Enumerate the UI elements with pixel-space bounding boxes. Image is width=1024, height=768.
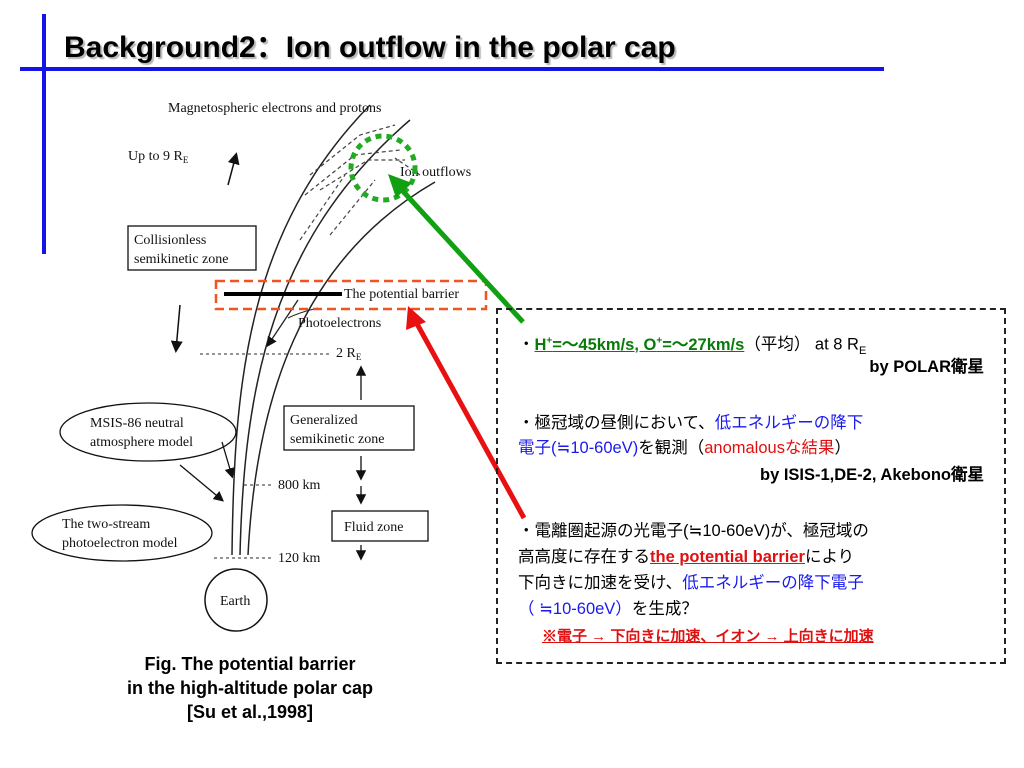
velocity-values: H+=～45km/s, O+=～27km/s <box>534 335 745 354</box>
note-photoelectron-line-1: ・電離圏起源の光電子(≒10-60eV)が、極冠域の <box>518 522 869 540</box>
label-collisionless-2: semikinetic zone <box>134 252 228 267</box>
note-dayside-line-1: ・極冠域の昼側において、低エネルギーの降下 <box>518 414 864 432</box>
earth-circle <box>204 568 268 632</box>
note-dayside-line-2: 電子(≒10-60eV)を観測（anomalousな結果） <box>518 439 851 457</box>
ion-outflow-highlight-circle <box>348 133 418 203</box>
magnetic-field-lines <box>231 104 436 556</box>
label-120km: 120 km <box>278 551 321 566</box>
green-pointer-arrow <box>398 186 525 324</box>
caption-line-2: in the high-altitude polar cap <box>126 678 373 698</box>
label-up-to: Up to 9 RE <box>128 149 189 165</box>
label-msis-1: MSIS-86 neutral <box>90 416 184 431</box>
caption-line-1: Fig. The potential barrier <box>144 654 356 674</box>
note-photoelectron-line-2: 高高度に存在するthe potential barrierにより <box>518 548 855 566</box>
label-two-re: 2 RE <box>336 346 362 362</box>
green-arrow-head <box>388 174 412 198</box>
down-arrow <box>170 304 183 353</box>
bullet: ・ <box>518 335 535 354</box>
label-800km: 800 km <box>278 478 321 493</box>
notes-box <box>496 308 1006 664</box>
msis-ellipse <box>59 402 237 462</box>
up-arrow <box>227 152 240 186</box>
slide-title: Background2：Ion outflow in the polar cap <box>64 31 676 64</box>
title-underline <box>20 67 884 71</box>
note-photoelectron-line-4: （ ≒10-60eV）を生成？ <box>518 600 698 618</box>
note-acceleration-remark: ※電子 → 下向きに加速、イオン → 上向きに加速 <box>542 628 874 645</box>
label-potential-barrier: The potential barrier <box>344 287 459 302</box>
generalized-box <box>283 405 415 451</box>
fluid-zone-box <box>331 510 429 542</box>
label-magnetospheric: Magnetospheric electrons and protons <box>168 101 381 116</box>
note-photoelectron-line-3: 下向きに加速を受け、低エネルギーの降下電子 <box>518 574 864 592</box>
two-stream-ellipse <box>31 504 213 562</box>
msis-arrow-2 <box>179 464 224 502</box>
note-source-satellites: by ISIS-1,DE-2, Akebono衛星 <box>759 466 984 484</box>
label-earth: Earth <box>220 594 250 609</box>
note-source-polar: by POLAR衛星 <box>869 358 984 376</box>
caption-line-3: [Su et al.,1998] <box>186 702 314 722</box>
photoelectron-arrow <box>266 299 299 348</box>
label-ion-outflows: Ion outflows <box>400 165 471 180</box>
red-pointer-arrow <box>413 320 527 520</box>
label-photoelectrons: Photoelectrons <box>298 316 381 331</box>
average-label: （平均） at 8 R <box>744 335 859 354</box>
label-collisionless-1: Collisionless <box>134 233 206 248</box>
red-arrow-head <box>406 306 426 330</box>
note-velocity-line: ・H+=～45km/s, O+=～27km/s（平均） at 8 RE <box>518 335 867 357</box>
label-two-stream-1: The two-stream <box>62 517 150 532</box>
collisionless-box <box>127 225 257 271</box>
figure-caption: Fig. The potential barrier in the high-a… <box>80 652 420 724</box>
label-generalized-1: Generalized <box>290 413 358 428</box>
label-two-stream-2: photoelectron model <box>62 536 178 551</box>
label-generalized-2: semikinetic zone <box>290 432 384 447</box>
title-accent-vertical <box>42 14 46 254</box>
msis-arrow-1 <box>221 441 235 479</box>
label-fluid-zone: Fluid zone <box>344 520 404 535</box>
barrier-highlight-box <box>214 279 488 311</box>
label-msis-2: atmosphere model <box>90 435 193 450</box>
